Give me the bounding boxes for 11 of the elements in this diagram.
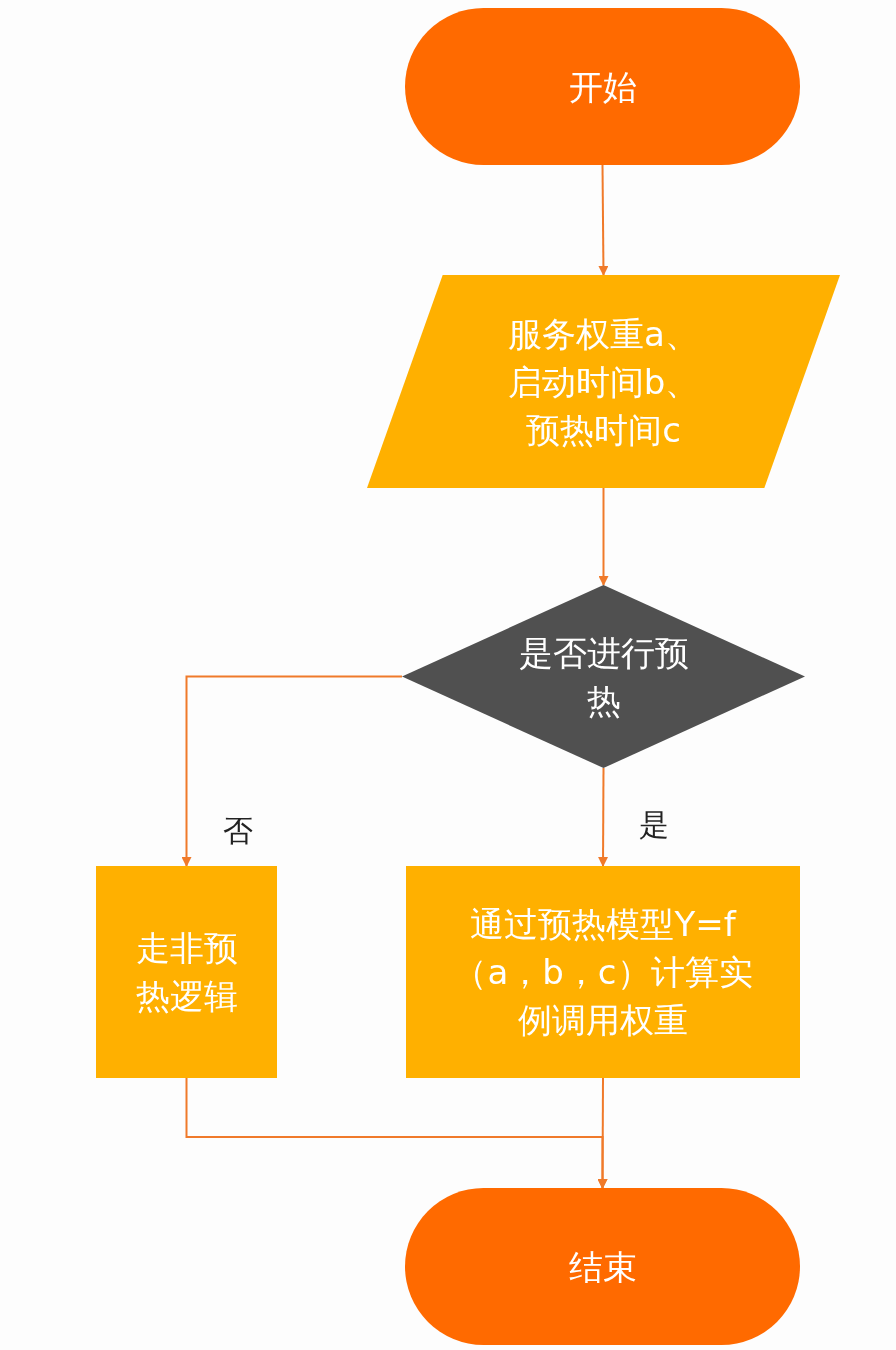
- start-terminal: 开始: [405, 8, 800, 165]
- input-parallelogram: 服务权重a、启动时间b、预热时间c: [367, 275, 840, 488]
- arrow: [598, 767, 609, 867]
- arrow: [598, 164, 609, 276]
- arrow: [598, 487, 609, 586]
- process-box: 走非预热逻辑: [96, 866, 277, 1078]
- process-box: 通过预热模型Y=f（a，b，c）计算实例调用权重: [406, 866, 800, 1078]
- end-terminal: 结束: [405, 1188, 800, 1345]
- arrow: [597, 1077, 608, 1189]
- arrow: [181, 675, 403, 867]
- decision-diamond: 是否进行预热: [402, 585, 805, 768]
